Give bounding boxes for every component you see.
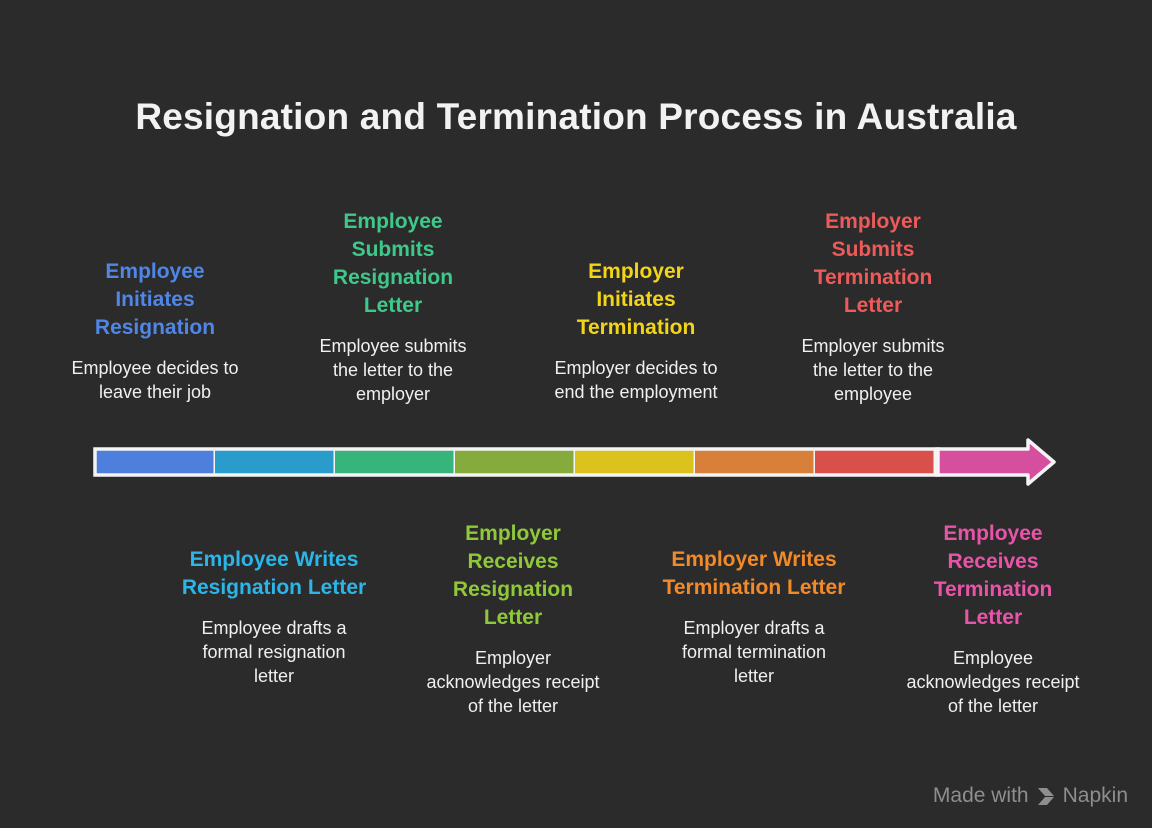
step-title: Employee Submits Resignation Letter <box>332 210 454 317</box>
napkin-brand: Napkin <box>1062 784 1128 807</box>
step-title: Employer Initiates Termination <box>576 260 696 339</box>
step-employer-receives-resignation-letter: Employer Receives Resignation Letter Emp… <box>423 520 603 718</box>
step-description: Employee acknowledges receipt of the let… <box>906 648 1080 716</box>
timeline-segment <box>455 449 575 475</box>
page-title: Resignation and Termination Process in A… <box>135 96 1017 137</box>
step-description: Employer acknowledges receipt of the let… <box>426 648 600 716</box>
step-description: Employer decides to end the employment <box>554 358 718 402</box>
timeline-segment <box>215 449 335 475</box>
timeline-arrow <box>93 438 1056 486</box>
step-employer-writes-termination-letter: Employer Writes Termination Letter Emplo… <box>654 546 854 688</box>
step-description: Employee submits the letter to the emplo… <box>319 336 467 404</box>
step-title: Employee Initiates Resignation <box>94 260 216 339</box>
made-with-label: Made with <box>932 784 1029 807</box>
timeline-segment <box>695 449 815 475</box>
step-employee-submits-resignation-letter: Employee Submits Resignation Letter Empl… <box>303 208 483 406</box>
timeline-segment <box>95 449 215 475</box>
step-employer-submits-termination-letter: Employer Submits Termination Letter Empl… <box>783 208 963 406</box>
step-description: Employee drafts a formal resignation let… <box>201 618 347 686</box>
timeline-outline <box>93 447 940 477</box>
made-with-napkin: Made with Napkin <box>933 784 1128 808</box>
step-employee-initiates-resignation: Employee Initiates Resignation Employee … <box>55 258 255 404</box>
napkin-logo-icon <box>1037 788 1054 805</box>
step-description: Employer submits the letter to the emplo… <box>801 336 945 404</box>
timeline-segment <box>575 449 695 475</box>
step-title: Employer Writes Termination Letter <box>662 548 846 599</box>
step-employer-initiates-termination: Employer Initiates Termination Employer … <box>536 258 736 404</box>
timeline-arrowhead <box>934 438 1056 486</box>
timeline-segment-tip <box>936 440 1054 484</box>
timeline-segment <box>335 449 455 475</box>
step-description: Employer drafts a formal termination let… <box>681 618 827 686</box>
step-title: Employee Receives Termination Letter <box>933 522 1053 629</box>
step-description: Employee decides to leave their job <box>71 358 239 402</box>
step-title: Employer Submits Termination Letter <box>813 210 933 317</box>
step-employee-writes-resignation-letter: Employee Writes Resignation Letter Emplo… <box>174 546 374 688</box>
timeline-segment <box>815 449 935 475</box>
step-employee-receives-termination-letter: Employee Receives Termination Letter Emp… <box>903 520 1083 718</box>
step-title: Employer Receives Resignation Letter <box>452 522 574 629</box>
step-title: Employee Writes Resignation Letter <box>181 548 367 599</box>
